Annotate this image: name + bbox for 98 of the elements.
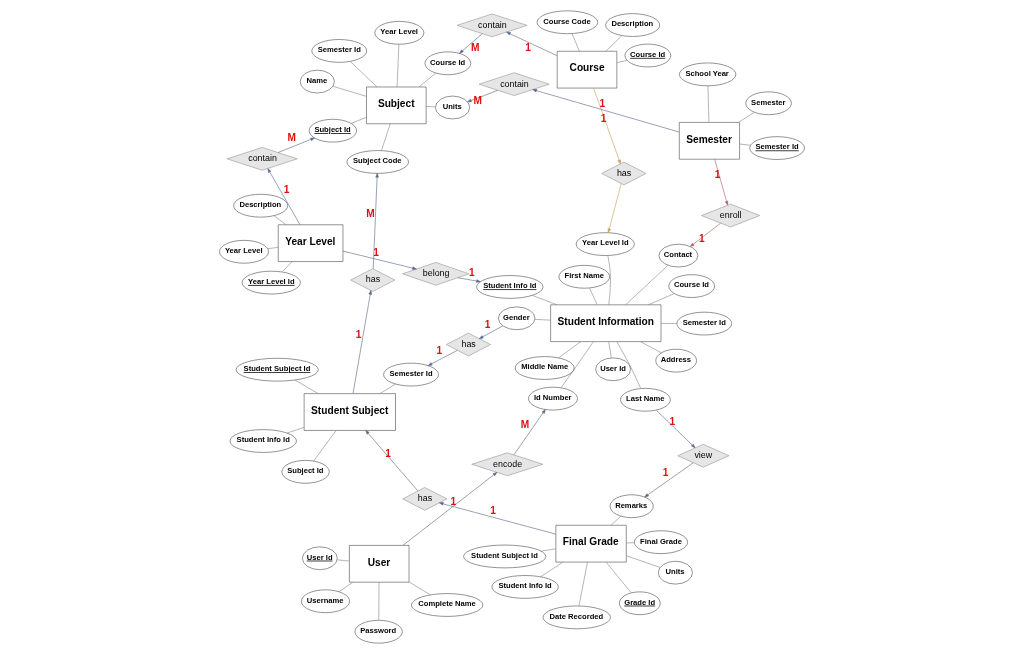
connector: [626, 555, 661, 568]
arrow: [532, 89, 680, 133]
connector: [350, 117, 367, 124]
connector: [739, 143, 751, 146]
edge-label: 1: [599, 97, 606, 109]
connector: [540, 548, 556, 552]
connector: [589, 287, 598, 305]
arrow: [459, 33, 483, 54]
edge-label: 1: [698, 233, 705, 245]
edge-label: 1: [490, 505, 496, 517]
connector: [381, 123, 391, 151]
arrow: [402, 472, 498, 546]
arrow: [277, 137, 315, 153]
connector: [396, 43, 400, 88]
connector: [349, 61, 378, 88]
connector: [378, 582, 380, 621]
node-box: Year Level: [277, 224, 344, 262]
edge-label: M: [366, 208, 375, 220]
connector: [286, 427, 305, 434]
arrow: [656, 410, 696, 449]
connector: [379, 383, 396, 394]
node-diamond: has: [402, 487, 448, 511]
arrow: [457, 277, 481, 283]
edge-label: 1: [450, 495, 457, 507]
connector: [534, 319, 551, 321]
connector: [648, 293, 675, 306]
edge-label: 1: [283, 183, 290, 195]
edge-label: 1: [484, 319, 491, 331]
arrow: [644, 462, 694, 498]
arrow: [467, 90, 499, 103]
connector: [338, 582, 353, 592]
connector: [605, 561, 632, 594]
connector: [418, 72, 436, 88]
connector: [578, 561, 588, 607]
connector: [540, 561, 564, 578]
connector: [558, 341, 581, 359]
node-diamond: belong: [402, 262, 470, 286]
arrow: [372, 173, 379, 270]
edge-label: 1: [469, 266, 475, 278]
node-box: Final Grade: [555, 524, 627, 563]
arrow: [607, 183, 622, 233]
connector: [425, 106, 436, 108]
node-box: User: [349, 545, 410, 583]
edge-label: 1: [669, 416, 676, 428]
connector: [616, 341, 641, 389]
connector: [332, 86, 367, 97]
edge-label: M: [473, 94, 483, 106]
connector: [313, 430, 337, 462]
edge-label: 1: [714, 169, 721, 181]
connector: [738, 112, 755, 123]
edge-label: 1: [525, 42, 531, 54]
connector: [408, 581, 431, 596]
connector: [607, 255, 611, 305]
connector: [625, 265, 669, 306]
edge-label: M: [520, 419, 530, 431]
edge-label: 1: [600, 113, 607, 125]
node-box: Semester: [679, 122, 740, 160]
connector: [560, 341, 594, 388]
arrow: [513, 409, 546, 456]
edge-label: 1: [436, 344, 443, 356]
connector: [608, 341, 612, 358]
connector: [616, 60, 628, 64]
arrow: [479, 325, 504, 339]
connector: [273, 215, 287, 225]
arrow: [689, 222, 721, 247]
node-box: Subject: [366, 86, 427, 125]
edge-label: 1: [373, 247, 379, 259]
connector: [294, 379, 319, 394]
node-box: Student Subject: [303, 393, 396, 431]
edge-label: 1: [355, 328, 362, 340]
node-box: Course: [556, 50, 618, 89]
arrow: [267, 168, 301, 225]
connector: [281, 261, 293, 273]
node-diamond: enroll: [701, 203, 761, 228]
arrow: [427, 350, 458, 366]
arrow: [342, 250, 417, 270]
connector: [610, 515, 622, 526]
edge-label: M: [470, 41, 480, 53]
connector: [267, 247, 279, 249]
arrow: [593, 87, 621, 165]
edge-label: M: [287, 132, 296, 144]
edge-label: 1: [385, 447, 391, 459]
arrow: [714, 158, 729, 206]
connector: [337, 559, 350, 562]
connector: [571, 33, 580, 52]
connector: [640, 341, 662, 353]
node-box: Student Information: [550, 304, 662, 342]
edge-label: 1: [662, 466, 669, 478]
connector: [660, 323, 678, 324]
connector: [707, 85, 710, 123]
connector: [532, 295, 558, 306]
connector: [626, 542, 635, 544]
arrow: [365, 430, 419, 492]
connector: [605, 35, 623, 52]
arrow: [439, 502, 557, 535]
arrow: [506, 31, 558, 56]
node-diamond: has: [350, 268, 396, 292]
arrow: [352, 290, 372, 394]
